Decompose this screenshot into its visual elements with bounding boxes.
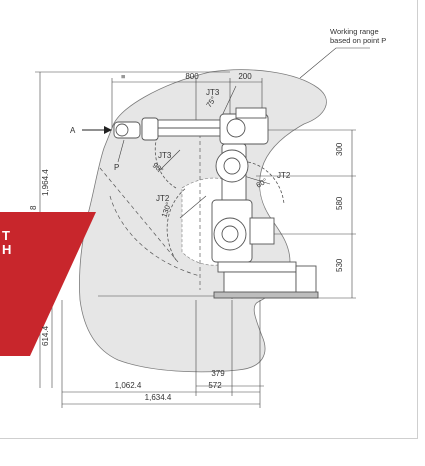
dim-580: 580 bbox=[335, 196, 344, 210]
reach-dashed-line bbox=[99, 167, 179, 263]
joint-jt2-right: JT2 bbox=[277, 171, 291, 180]
red-banner bbox=[0, 212, 96, 356]
dim-1062: 1,062.4 bbox=[115, 381, 142, 390]
joint-jt2-left: JT2 bbox=[156, 194, 170, 203]
page-frame bbox=[0, 0, 418, 439]
dim-530: 530 bbox=[335, 258, 344, 272]
dim-800: 800 bbox=[185, 72, 199, 81]
point-p-leader bbox=[117, 139, 125, 163]
banner-line-2: H bbox=[2, 242, 12, 257]
dim-1634: 1,634.4 bbox=[145, 393, 172, 402]
joint-jt3-top: JT3 bbox=[206, 88, 220, 97]
angle-line-60 bbox=[243, 175, 271, 185]
banner-text: T H bbox=[2, 229, 11, 257]
dim-614: 614.4 bbox=[41, 325, 50, 346]
dim-hidden-top: ≡ bbox=[121, 72, 126, 81]
dim-200: 200 bbox=[238, 72, 252, 81]
jt2-arc-left bbox=[166, 187, 187, 261]
dim-1964: 1,964.4 bbox=[41, 169, 50, 196]
view-label-a: A bbox=[70, 126, 76, 135]
dim-572: 572 bbox=[208, 381, 222, 390]
outer-dashed-arc bbox=[109, 195, 201, 277]
banner-line-1: T bbox=[2, 228, 10, 243]
joint-jt3-mid: JT3 bbox=[158, 151, 172, 160]
robot-arm bbox=[113, 107, 319, 299]
jt2-arc-right bbox=[247, 161, 285, 205]
note-leader-line bbox=[299, 47, 370, 79]
angle-line-130 bbox=[179, 195, 207, 219]
note-line-2: based on point P bbox=[330, 36, 386, 45]
dim-cut: 8 bbox=[29, 205, 38, 210]
note-line-1: Working range bbox=[330, 27, 379, 36]
point-label-p: P bbox=[114, 163, 119, 172]
dim-379: 379 bbox=[211, 369, 225, 378]
dim-300: 300 bbox=[335, 142, 344, 156]
dimension-lines bbox=[35, 71, 356, 408]
angle-line-90 bbox=[157, 149, 181, 173]
view-arrow-a-head bbox=[104, 126, 112, 134]
